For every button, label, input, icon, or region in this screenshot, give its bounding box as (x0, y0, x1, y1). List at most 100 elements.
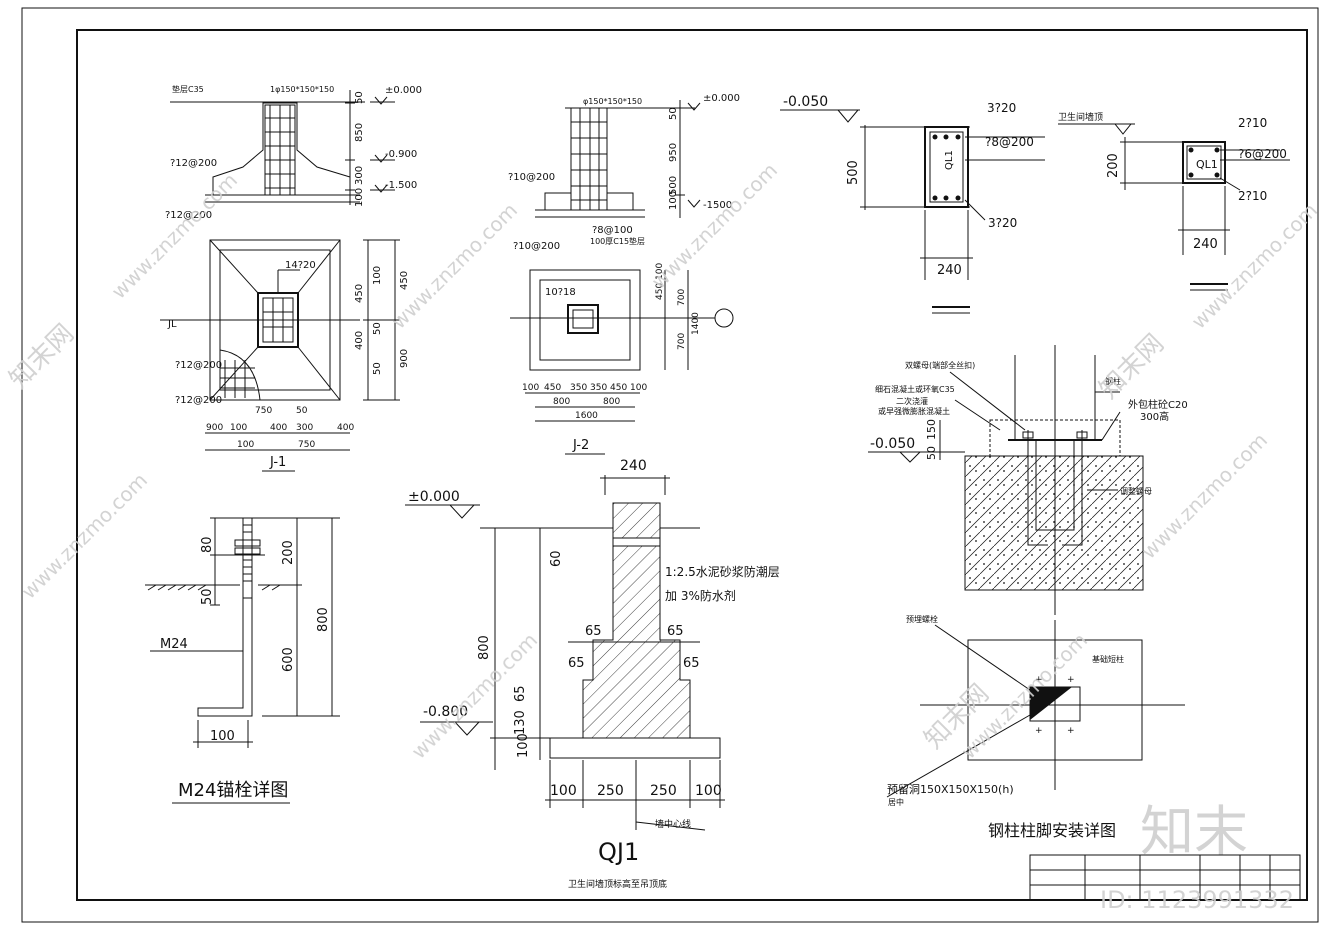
j1-note-4: -1.500 (385, 180, 417, 191)
qj1-elev-bot: -0.800 (423, 704, 468, 720)
j1-note-2: ±0.000 (385, 85, 422, 96)
wm-brand-0: 知末网 (4, 319, 80, 395)
steel-title: 钢柱柱脚安装详图 (988, 821, 1116, 840)
j2-dim-10: 450 (544, 383, 561, 393)
ql-dim-1: 240 (937, 263, 962, 278)
wm-site-0: www.znzmo.com (107, 168, 243, 304)
inner-border (76, 29, 1308, 901)
detail-ql1: -0.050 500 QL1 3?20 ?8@200 3?20 240 (780, 94, 1045, 314)
j2-note-3: ?10@200 (508, 172, 555, 183)
j2-dim-2: 500 (668, 176, 679, 195)
qj1-dim-1: 60 (549, 550, 564, 567)
j1-note-8: JL (167, 319, 177, 330)
j1-dim-18: 750 (255, 406, 272, 416)
gzl-dim-0: 200 (1106, 153, 1121, 178)
j2-note-4: ?8@100 (592, 225, 633, 236)
qj1-dim-5: 65 (568, 656, 585, 671)
m24-dim-1: 50 (200, 588, 215, 605)
m24-bolt: M24 (160, 637, 188, 652)
ql-rebar-2: 3?20 (988, 216, 1017, 230)
j1-dim-16: 100 (237, 440, 254, 450)
gzl-note: 卫生间墙顶 (1058, 111, 1103, 123)
j1-dim-7: 400 (354, 331, 365, 350)
j2-note-0: φ150*150*150 (583, 97, 642, 106)
steel-note-9: 基础短柱 (1092, 654, 1124, 664)
j1-dim-6: 50 (372, 322, 383, 335)
j1-note-3: -0.900 (385, 149, 417, 160)
qj1-dim-12: 250 (650, 783, 677, 799)
j1-note-10: ?12@200 (175, 395, 222, 406)
j2-dim-15: 800 (553, 397, 570, 407)
j1-note-1: 1φ150*150*150 (270, 85, 334, 94)
j1-note-5: ?12@200 (170, 158, 217, 169)
j2-dim-11: 350 (570, 383, 587, 393)
svg-text:+: + (1035, 675, 1043, 685)
gzl-rebar-2: 2?10 (1238, 189, 1267, 203)
steel-note-0: 双螺母(端部全丝扣) (905, 360, 975, 370)
j1-dim-13: 400 (270, 423, 287, 433)
outer-border (21, 7, 1319, 923)
j1-dim-3: 100 (354, 188, 365, 207)
j1-dim-4: 100 (372, 266, 383, 285)
j1-note-0: 垫层C35 (172, 84, 204, 94)
j2-dim-6: 700 (677, 289, 687, 306)
j2-note-5: ?10@200 (513, 241, 560, 252)
steel-note-1: 细石混凝土或环氧C35 (875, 384, 955, 394)
ql-dim-0: 500 (846, 160, 861, 185)
wm-site-4: www.znzmo.com (17, 468, 153, 604)
j1-note-6: ?12@200 (165, 210, 212, 221)
qj1-dim-3: 65 (585, 624, 602, 639)
steel-note-6: 300高 (1140, 410, 1169, 423)
j1-dim-19: 50 (296, 406, 308, 416)
wm-site-6: www.znzmo.com (1137, 428, 1273, 564)
j1-note-7: 14?20 (285, 260, 316, 271)
qj1-dim-2: 800 (477, 635, 492, 660)
j1-dim-8: 50 (372, 362, 383, 375)
j2-note-2: -1500 (703, 200, 732, 211)
qj1-elev-top: ±0.000 (408, 489, 460, 505)
qj1-note-1: 加 3%防水剂 (665, 588, 736, 603)
m24-dim-4: 800 (316, 607, 331, 632)
m24-dim-2: 200 (281, 540, 296, 565)
j1-dim-1: 850 (354, 123, 365, 142)
gzl-rebar-1: ?6@200 (1238, 147, 1287, 161)
j2-dim-0: 50 (668, 107, 679, 120)
gzl-label: QL1 (1196, 158, 1218, 171)
ql-label: QL1 (944, 150, 955, 170)
j2-dim-3: 100 (668, 191, 679, 210)
steel-note-4: 钢柱 (1105, 376, 1121, 386)
m24-dim-0: 80 (200, 536, 215, 553)
detail-steel-base: 双螺母(端部全丝扣) 细石混凝土或环氧C35 二次浇灌 或早强微膨胀混凝土 钢柱… (868, 345, 1188, 840)
j2-dim-16: 800 (603, 397, 620, 407)
j1-dim-2: 300 (354, 166, 365, 185)
j1-dim-11: 900 (206, 423, 223, 433)
steel-dim-0: 50 (925, 446, 938, 460)
steel-note-3: 或早强微膨胀混凝土 (878, 406, 950, 416)
j1-dim-12: 100 (230, 423, 247, 433)
j2-dim-1: 950 (668, 143, 679, 162)
m24-title: M24锚栓详图 (178, 780, 288, 801)
qj1-title: QJ1 (598, 838, 639, 866)
qj1-dim-6: 65 (683, 656, 700, 671)
j1-dim-5: 450 (354, 284, 365, 303)
j2-dim-7: 700 (677, 333, 687, 350)
ql-rebar-1: ?8@200 (985, 135, 1034, 149)
qj1-dim-10: 100 (516, 733, 531, 758)
steel-note-7: 调整螺母 (1120, 486, 1152, 496)
j2-title: J-2 (572, 438, 589, 453)
wm-site-1: www.znzmo.com (387, 198, 523, 334)
qj1-dim-4: 65 (667, 624, 684, 639)
wm-site-2: www.znzmo.com (647, 158, 783, 294)
j2-dim-4: 100 (655, 263, 665, 280)
m24-dim-5: 100 (210, 729, 235, 744)
title-block (1029, 854, 1301, 901)
gzl-dim-1: 240 (1193, 237, 1218, 252)
j1-title: J-1 (269, 455, 286, 470)
j1-dim-15: 400 (337, 423, 354, 433)
j2-dim-13: 450 (610, 383, 627, 393)
wm-brand-1: 知末网 (1094, 329, 1170, 405)
qj1-dim-9: 100 (550, 783, 577, 799)
steel-note-10: 预留洞150X150X150(h) (887, 783, 1014, 796)
wm-logo: 知末 (1140, 800, 1248, 863)
